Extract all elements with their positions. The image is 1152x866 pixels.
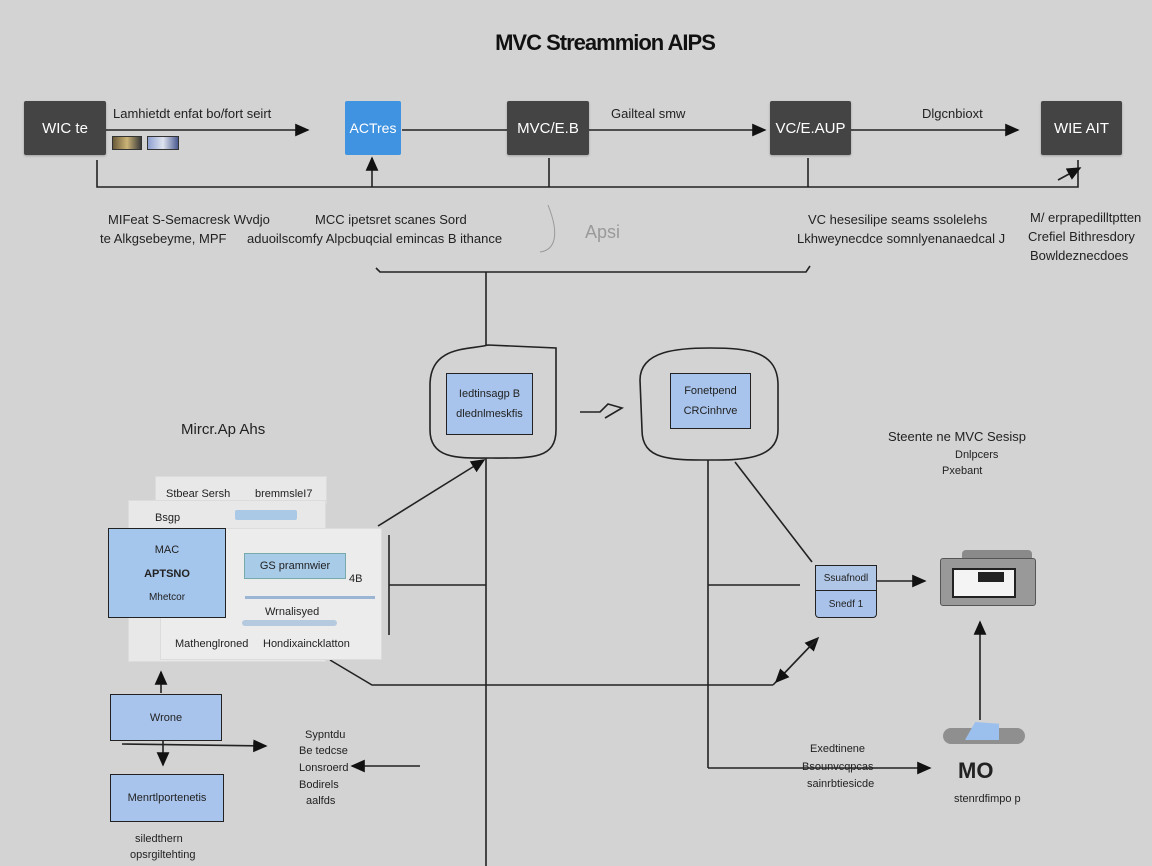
node-label: WIE AIT: [1053, 119, 1109, 137]
right-heading-line2: Dnlpcers: [955, 449, 999, 461]
sub-label: Wrnalisyed: [265, 606, 320, 618]
card-label: bremmsleI7: [255, 488, 313, 500]
db-label: Snedf 1: [828, 598, 864, 610]
top-bus: [96, 160, 1079, 188]
left-blob: [429, 344, 557, 459]
desc-far-right-line2: Crefiel Bithresdory: [1028, 229, 1135, 244]
edge-label: Dlgcnbioxt: [922, 106, 983, 121]
box-line: Fonetpend: [684, 385, 737, 397]
edge-label: Lamhietdt enfat bo/fort seirt: [113, 106, 272, 121]
box-line: MAC: [154, 543, 180, 556]
right-note-line: Bsounvcqpcas: [802, 761, 874, 773]
box-line: CRCinhrve: [683, 405, 738, 417]
box-line: Iedtinsagp B: [458, 388, 521, 400]
note-line: Lonsroerd: [299, 762, 349, 774]
desc-far-right-line1: M/ erprapedilltptten: [1030, 210, 1142, 225]
desc-center-line1: MCC ipetsret scanes Sord: [315, 212, 467, 227]
desc-left-line2: te Alkgsebeyme, MPF: [100, 231, 227, 246]
db-top: Ssuafnodl: [815, 565, 877, 591]
callout-text: GS pramnwier: [259, 560, 331, 572]
edge-label: Gailteal smw: [611, 106, 686, 121]
box-menrtlportenetis[interactable]: Menrtlportenetis: [110, 774, 224, 822]
thumbnail-icon: [147, 136, 179, 150]
node-wie-ait[interactable]: WIE AIT: [1041, 101, 1122, 155]
caption-line2: opsrgiltehting: [130, 849, 196, 861]
caption-line1: siledthern: [135, 833, 183, 845]
note-line: Be tedcse: [299, 745, 348, 757]
box-line: APTSNO: [144, 567, 190, 580]
left-panel-heading: Mircr.Ap Ahs: [181, 421, 266, 438]
node-label: WIC te: [42, 119, 88, 137]
node-label: ACTres: [349, 120, 397, 136]
right-heading-line3: Pxebant: [942, 465, 983, 477]
node-vc-eaup[interactable]: VC/E.AUP: [770, 101, 851, 155]
desc-center-line2: aduoilscomfy Alpcbuqcial emincas B ithan…: [247, 231, 503, 246]
desc-left-line1: MIFeat S-Semacresk Wvdjo: [108, 212, 270, 227]
mvc-apps-main-box[interactable]: MAC APTSNO Mhetcor: [108, 528, 226, 618]
note-line: Bodirels: [299, 779, 339, 791]
box-line: Menrtlportenetis: [127, 792, 207, 804]
bracket: [375, 265, 811, 273]
badge: 4B: [349, 573, 363, 585]
left-blob-box[interactable]: Iedtinsagp B dlednlmeskfis: [446, 373, 533, 435]
box-line: Mhetcor: [148, 591, 186, 603]
node-label: MVC/E.B: [517, 119, 579, 137]
slider-bar: [235, 510, 297, 520]
node-wic-te[interactable]: WIC te: [24, 101, 106, 155]
right-note-line: Exedtinene: [810, 743, 866, 755]
box-wrone[interactable]: Wrone: [110, 694, 222, 741]
printer-icon: [940, 550, 1036, 606]
mo-label: MO: [958, 758, 994, 783]
divider: [245, 596, 375, 599]
database-icon[interactable]: Ssuafnodl Snedf 1: [815, 565, 877, 618]
card-label: Bsgp: [155, 512, 181, 524]
db-label: Ssuafnodl: [823, 572, 869, 584]
slider-bar: [242, 620, 337, 626]
right-note-line: sainrbtiesicde: [807, 778, 875, 790]
cloud-icon: [943, 722, 1025, 748]
db-bottom: Snedf 1: [815, 591, 877, 618]
box-line: dlednlmeskfis: [456, 408, 523, 420]
right-heading-line1: Steente ne MVC Sesisp: [888, 429, 1027, 444]
card-label: Stbear Sersh: [166, 488, 231, 500]
thumbnail-icon: [112, 136, 142, 150]
callout-bubble[interactable]: GS pramnwier: [244, 553, 346, 579]
note-line: aalfds: [306, 795, 336, 807]
desc-far-right-line3: Bowldeznecdoes: [1030, 248, 1129, 263]
node-actres[interactable]: ACTres: [345, 101, 401, 155]
faint-label: Apsi: [585, 222, 621, 242]
right-blob: [639, 347, 779, 461]
diagram-title: MVC Streammion AIPS: [495, 30, 716, 55]
desc-right-line2: Lkhweynecdce somnlyenanaedcal J: [797, 231, 1006, 246]
note-line: Sypntdu: [305, 729, 346, 741]
node-mvc-eb[interactable]: MVC/E.B: [507, 101, 589, 155]
right-blob-box[interactable]: Fonetpend CRCinhrve: [670, 373, 751, 429]
mo-caption: stenrdfimpo p: [954, 793, 1021, 805]
node-label: VC/E.AUP: [775, 119, 846, 137]
sub-label: Mathenglroned: [175, 638, 249, 650]
sub-label: Hondixaincklatton: [263, 638, 350, 650]
box-line: Wrone: [149, 711, 183, 724]
desc-right-line1: VC hesesilipe seams ssolelehs: [808, 212, 988, 227]
